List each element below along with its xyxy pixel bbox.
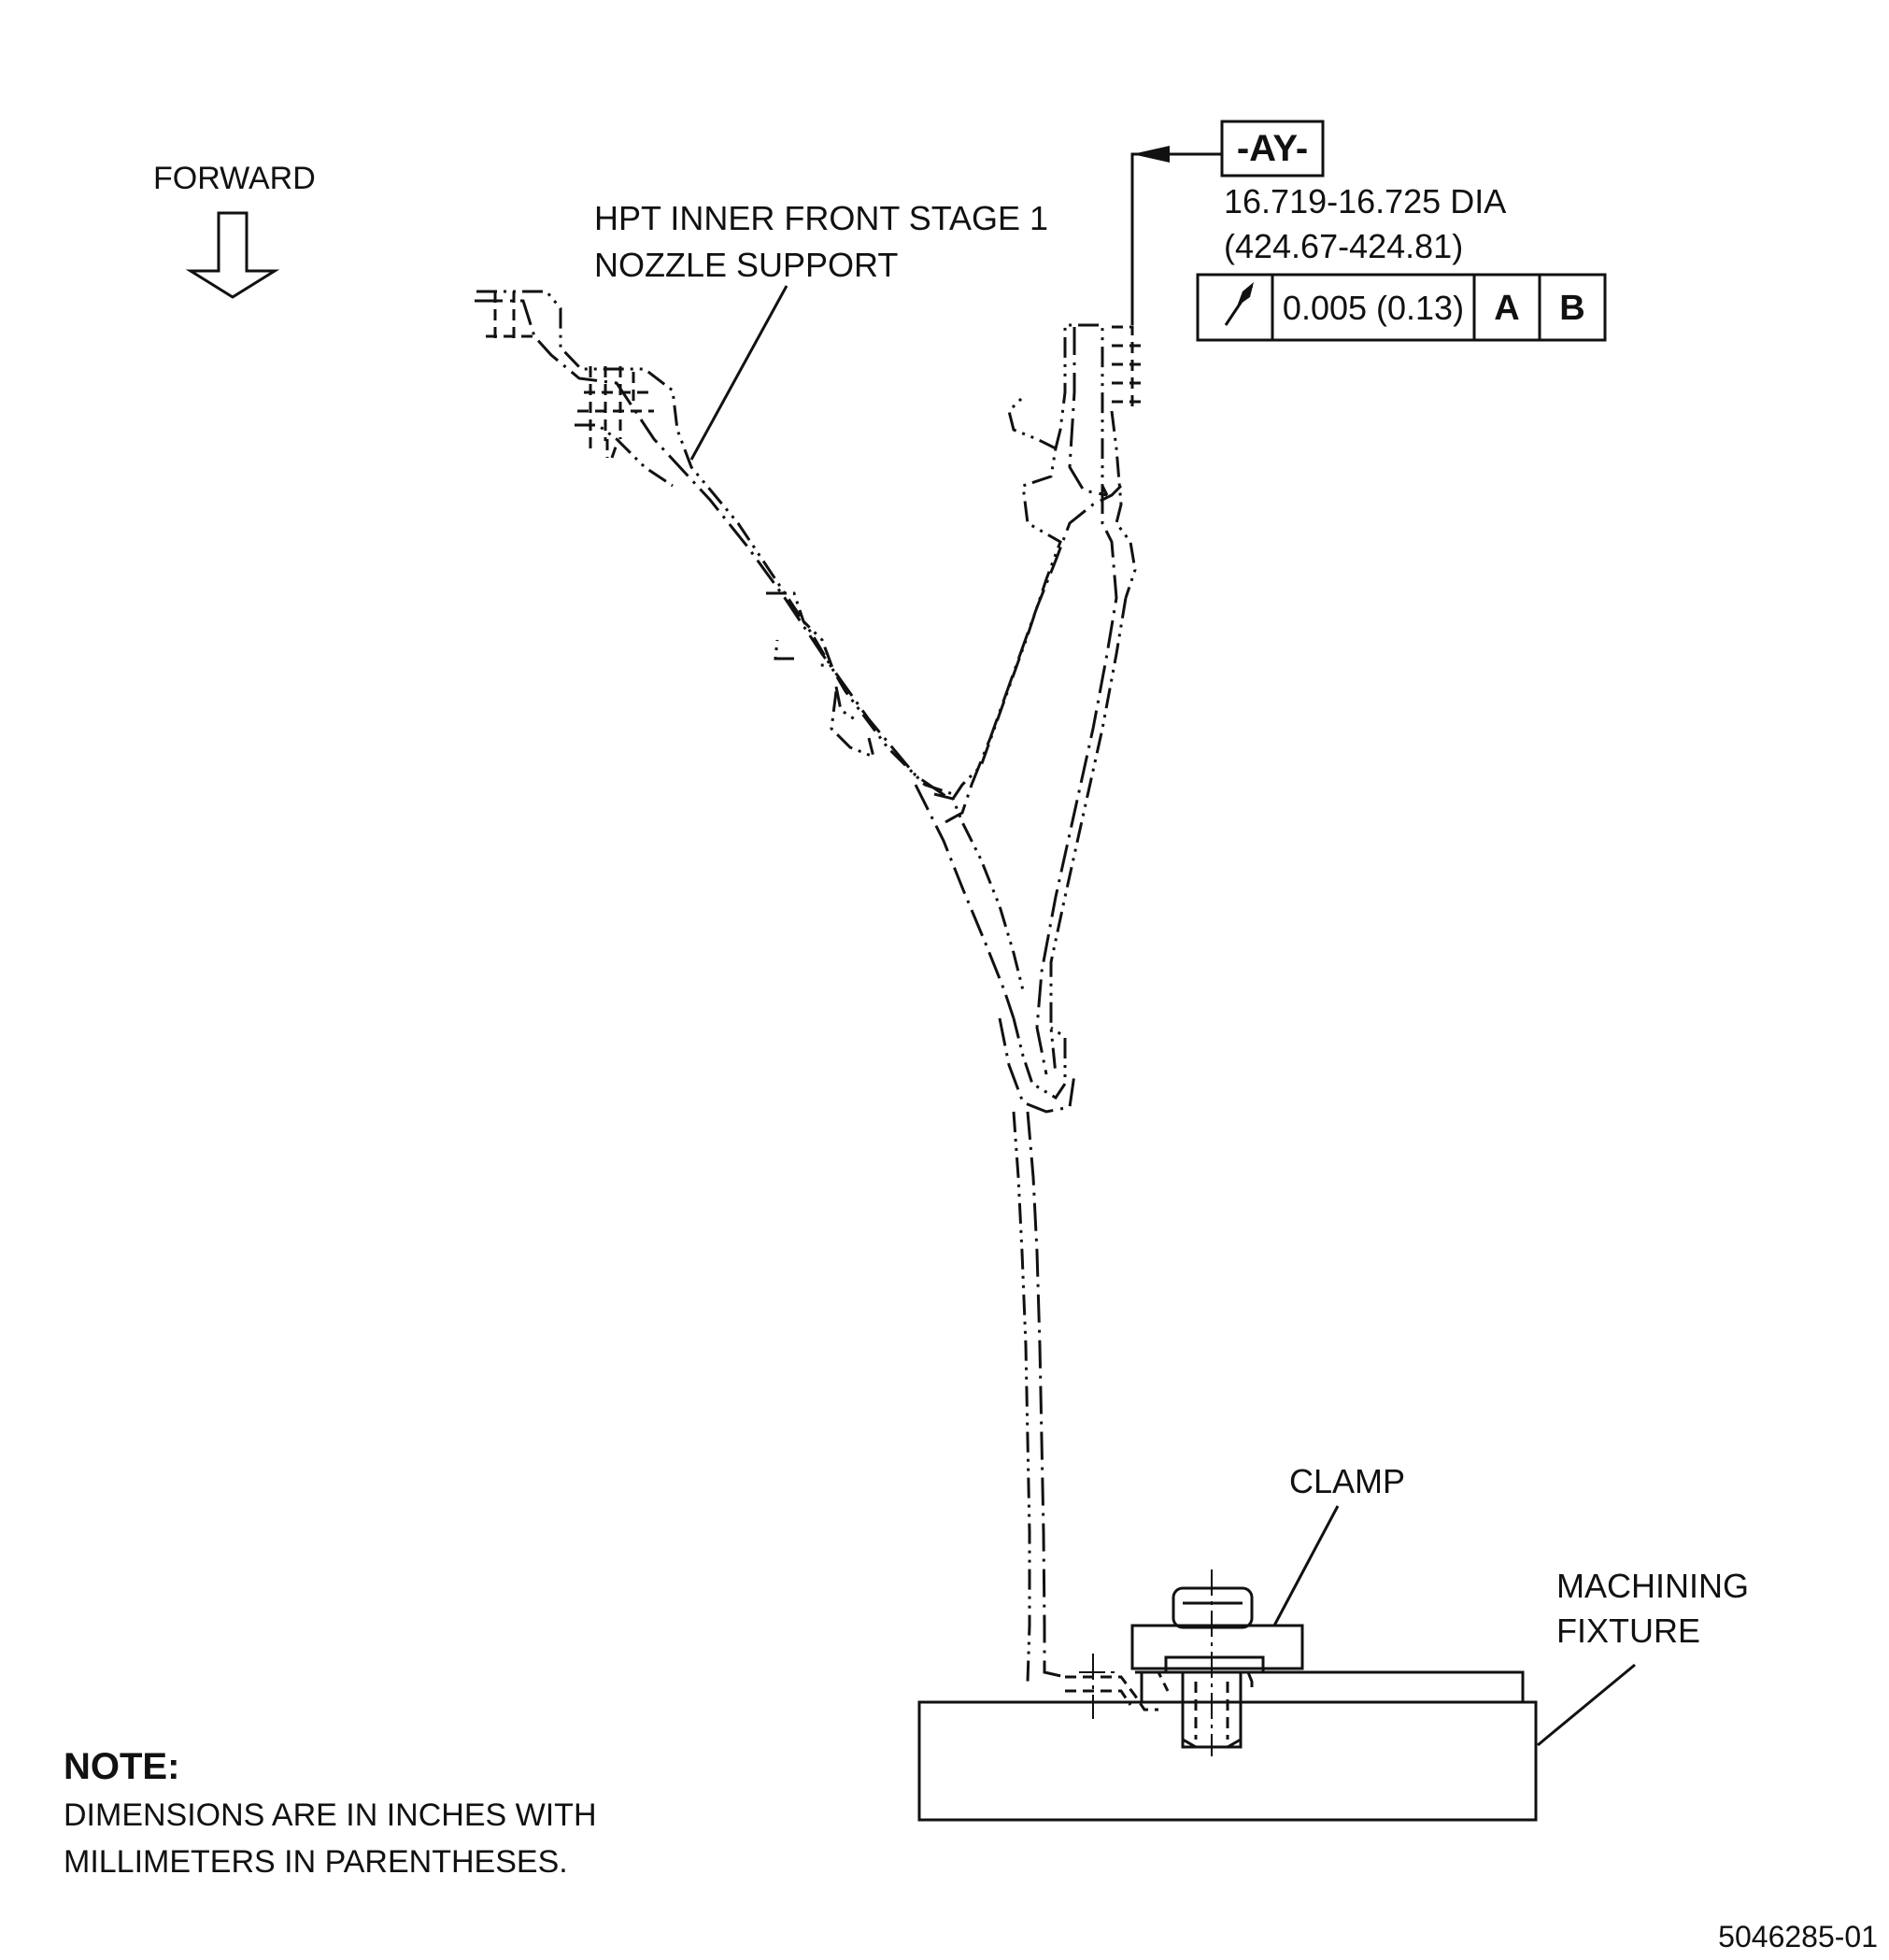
fixture-raised-pad	[1140, 1670, 1525, 1704]
part-name-line1: HPT INNER FRONT STAGE 1	[594, 199, 1048, 237]
datum-arrowhead-icon	[1132, 146, 1170, 163]
forward-label: FORWARD	[153, 161, 316, 196]
note-title: NOTE:	[64, 1746, 179, 1787]
datum-reference-a: A	[1494, 289, 1519, 328]
diameter-inches: 16.719-16.725 DIA	[1224, 182, 1506, 220]
part-name-line2: NOZZLE SUPPORT	[594, 246, 898, 284]
part-leader-line	[689, 285, 788, 461]
fixture-label-line2: FIXTURE	[1556, 1612, 1700, 1650]
forward-arrow-icon	[185, 211, 280, 299]
clamp-washer	[1164, 1655, 1265, 1674]
clamp-label: CLAMP	[1289, 1462, 1405, 1500]
nozzle-support-profile	[475, 290, 1170, 1719]
diameter-millimeters: (424.67-424.81)	[1224, 227, 1463, 265]
note-line2: MILLIMETERS IN PARENTHESES.	[64, 1844, 568, 1880]
fixture-leader-line	[1537, 1663, 1636, 1747]
tolerance-value: 0.005 (0.13)	[1283, 289, 1464, 327]
clamp-leader-line	[1272, 1505, 1340, 1626]
datum-label: -AY-	[1237, 128, 1308, 169]
fixture-label-line1: MACHINING	[1556, 1567, 1749, 1605]
clamp-assembly	[1130, 1569, 1304, 1756]
figure-id: 5046285-01	[1718, 1920, 1878, 1953]
clamp-plate	[1130, 1624, 1304, 1670]
runout-arrow-icon	[1224, 282, 1254, 326]
note-line1: DIMENSIONS ARE IN INCHES WITH	[64, 1797, 597, 1833]
datum-reference-b: B	[1559, 289, 1584, 328]
datum-feature-box	[1220, 120, 1325, 178]
datum-leader-line	[1130, 152, 1222, 325]
feature-control-frame: 0.005 (0.13) A B	[1196, 273, 1607, 342]
